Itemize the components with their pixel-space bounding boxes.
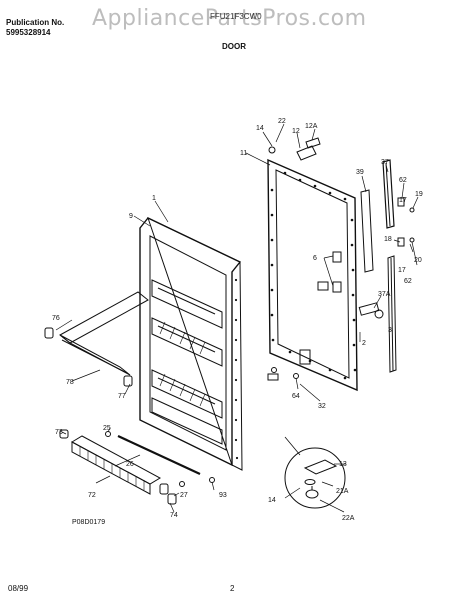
callout-37a: 37A xyxy=(378,291,391,298)
diagram-code: P08D0179 xyxy=(72,519,105,526)
removable-shelf xyxy=(44,291,149,387)
callout-78: 78 xyxy=(66,379,74,386)
callout-14-detail: 14 xyxy=(268,497,276,504)
callout-12: 12 xyxy=(292,128,300,135)
callout-20: 20 xyxy=(414,257,422,264)
callout-76: 76 xyxy=(52,315,60,322)
callout-64: 64 xyxy=(292,393,300,400)
callout-17-bottom: 17 xyxy=(398,267,406,274)
handle-strips xyxy=(360,159,415,373)
callout-labels: 1 9 11 14 22 12 12A 39 37 62 19 17 18 20… xyxy=(52,118,423,522)
callout-9: 9 xyxy=(129,213,133,220)
callout-14-top: 14 xyxy=(256,125,264,132)
callout-74: 74 xyxy=(170,512,178,519)
callout-6: 6 xyxy=(313,255,317,262)
outer-door-panel xyxy=(267,158,384,392)
kick-plate xyxy=(59,429,215,505)
callout-22a: 22A xyxy=(342,515,355,522)
callout-17-top: 17 xyxy=(399,197,407,204)
footer-page: 2 xyxy=(230,584,235,593)
callout-25: 25 xyxy=(103,425,111,432)
callout-32: 32 xyxy=(318,403,326,410)
bottom-hinge-parts xyxy=(267,367,299,381)
callout-19: 19 xyxy=(415,191,423,198)
callout-1: 1 xyxy=(152,195,156,202)
callout-62-top: 62 xyxy=(399,177,407,184)
watermark: AppliancePartsPros.com xyxy=(92,6,367,31)
publication-label: Publication No. xyxy=(6,18,65,27)
callout-3: 3 xyxy=(388,327,392,334)
section-title: DOOR xyxy=(222,42,246,51)
hinge-detail-circle xyxy=(284,436,346,509)
callout-22: 22 xyxy=(278,118,286,125)
callout-26: 26 xyxy=(126,461,134,468)
footer-date: 08/99 xyxy=(8,584,29,593)
callout-93: 93 xyxy=(219,492,227,499)
callout-12a: 12A xyxy=(305,123,318,130)
model-number: FFU21F3CW0 xyxy=(210,12,262,21)
callout-18: 18 xyxy=(384,236,392,243)
callout-11: 11 xyxy=(240,150,247,157)
callout-13: 13 xyxy=(339,461,347,468)
callout-21a: 21A xyxy=(336,488,349,495)
callout-73: 73 xyxy=(55,429,63,436)
callout-62-bottom: 62 xyxy=(404,278,412,285)
callout-72: 72 xyxy=(88,492,96,499)
callout-39: 39 xyxy=(356,169,364,176)
callout-77: 77 xyxy=(118,393,126,400)
callout-2: 2 xyxy=(362,340,366,347)
callout-37: 37 xyxy=(381,159,389,166)
callout-27: 27 xyxy=(180,492,188,499)
publication-number: 5995328914 xyxy=(6,28,51,37)
inner-door-liner xyxy=(139,217,243,471)
top-hinge xyxy=(268,137,321,161)
